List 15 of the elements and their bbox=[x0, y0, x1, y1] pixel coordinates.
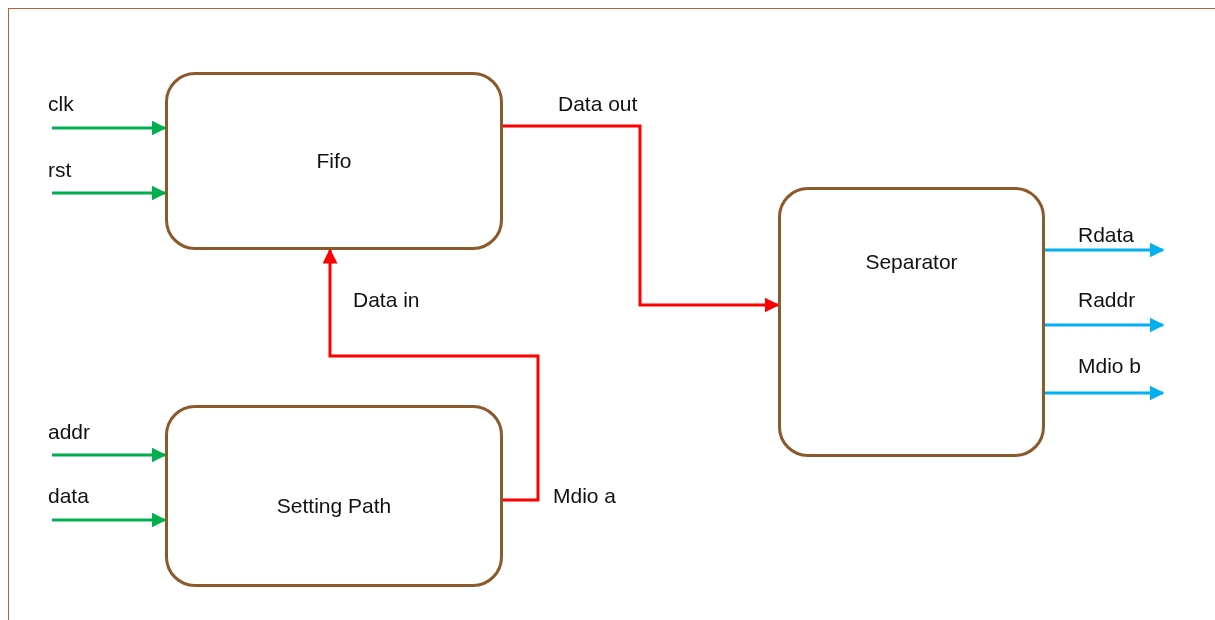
block-box bbox=[165, 405, 503, 587]
signal-arrow bbox=[1045, 385, 1165, 401]
signal-arrow bbox=[52, 185, 167, 201]
signal-arrow bbox=[1045, 242, 1165, 258]
signal-arrow bbox=[52, 120, 167, 136]
block-box bbox=[778, 187, 1045, 457]
signal-arrow bbox=[322, 248, 540, 502]
block-label: Fifo bbox=[316, 149, 352, 173]
signal-arrow bbox=[1045, 317, 1165, 333]
block-label: Setting Path bbox=[276, 494, 392, 518]
block-label: Separator bbox=[865, 250, 958, 274]
signal-arrow bbox=[503, 124, 780, 313]
signal-arrow bbox=[52, 512, 167, 528]
signal-arrow bbox=[52, 447, 167, 463]
block-box bbox=[165, 72, 503, 250]
